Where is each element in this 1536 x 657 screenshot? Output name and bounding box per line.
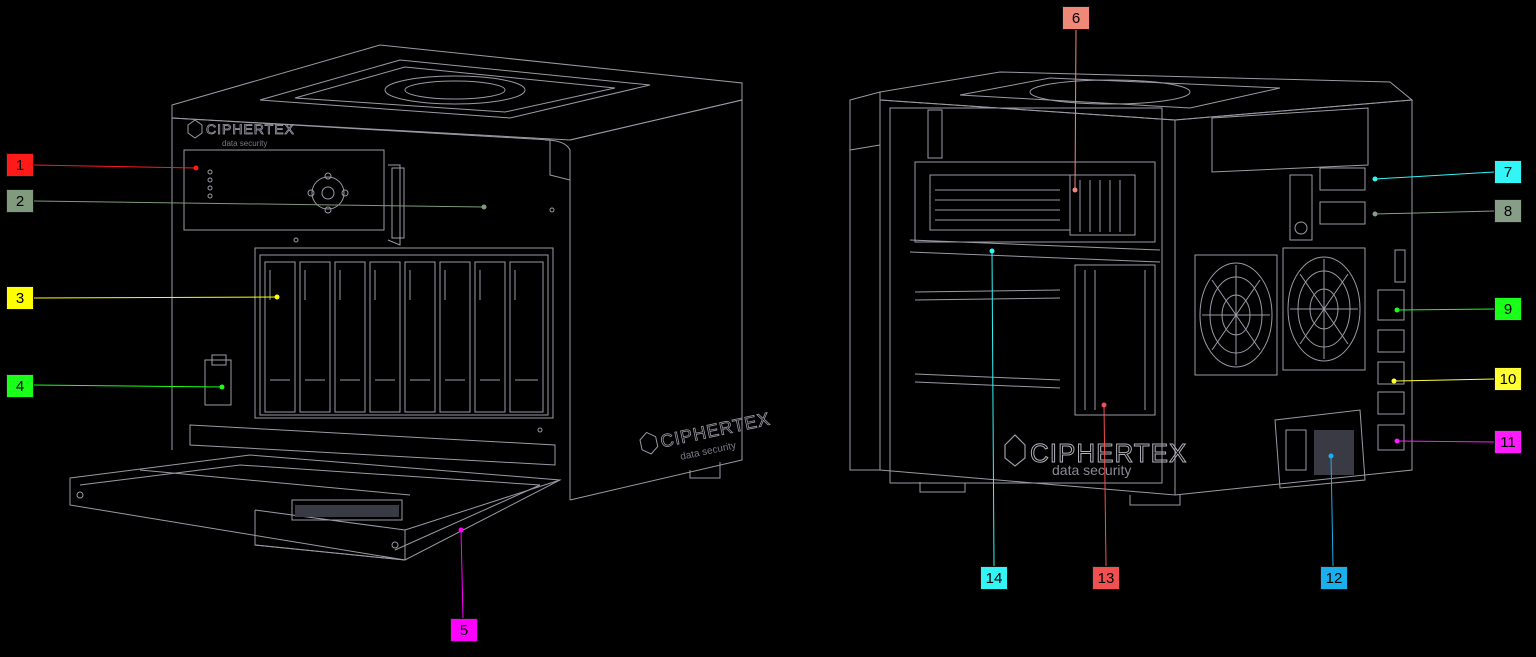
callout-label-6: 6 (1062, 6, 1090, 30)
leader-dot-5 (458, 527, 464, 533)
leader-dot-10 (1391, 378, 1397, 384)
leader-line-8 (1374, 210, 1495, 215)
callout-label-8: 8 (1494, 199, 1522, 223)
leader-dot-11 (1394, 438, 1400, 444)
rear-logo-brand: CIPHERTEX (1030, 438, 1187, 468)
front-logo-tagline: data security (222, 139, 267, 148)
tray-mesh (295, 505, 399, 517)
leader-dot-7 (1372, 176, 1378, 182)
brand-logo-icon (187, 119, 203, 139)
callout-label-14: 14 (980, 566, 1008, 590)
leader-dot-4 (219, 384, 225, 390)
rear-logo-tagline: data security (1052, 462, 1131, 478)
leader-lines (33, 29, 1495, 619)
leader-line-9 (1396, 308, 1495, 311)
rear-view-chassis (849, 71, 1414, 506)
callout-label-4: 4 (6, 374, 34, 398)
leader-line-11 (1396, 440, 1495, 443)
callout-label-3: 3 (6, 286, 34, 310)
callout-label-10: 10 (1494, 367, 1522, 391)
leader-line-5 (460, 529, 464, 619)
leader-line-12 (1330, 455, 1334, 567)
callout-label-1: 1 (6, 153, 34, 177)
leader-line-3 (33, 296, 278, 299)
front-view-chassis (69, 44, 743, 561)
rear-fan-right (1282, 247, 1366, 371)
leader-dot-3 (274, 294, 280, 300)
callout-label-5: 5 (450, 618, 478, 642)
front-logo: CIPHERTEX data security (187, 119, 295, 148)
front-drive-slots (264, 261, 544, 413)
leader-line-13 (1103, 404, 1107, 567)
leader-line-7 (1374, 171, 1495, 180)
leader-line-10 (1393, 378, 1495, 382)
brand-logo-icon (639, 431, 659, 455)
leader-dot-13 (1101, 402, 1107, 408)
callout-label-9: 9 (1494, 297, 1522, 321)
psu-fan-grille (1314, 430, 1354, 475)
brand-logo-icon (1004, 434, 1026, 467)
leader-line-14 (991, 250, 995, 567)
leader-line-6 (1074, 29, 1077, 191)
leader-dot-14 (989, 248, 995, 254)
callout-label-12: 12 (1320, 566, 1348, 590)
leader-line-2 (33, 200, 485, 208)
leader-dot-8 (1372, 211, 1378, 217)
leader-line-1 (33, 164, 197, 169)
callout-label-11: 11 (1494, 430, 1522, 454)
callout-label-7: 7 (1494, 160, 1522, 184)
leader-dot-9 (1394, 307, 1400, 313)
rear-fan-left (1194, 254, 1278, 376)
side-logo: CIPHERTEX data security (639, 408, 773, 463)
leader-dot-1 (193, 165, 199, 171)
leader-dot-6 (1072, 187, 1078, 193)
leader-dot-2 (481, 204, 487, 210)
callout-label-2: 2 (6, 189, 34, 213)
rear-logo: CIPHERTEX data security (1004, 434, 1187, 478)
callout-label-13: 13 (1092, 566, 1120, 590)
front-logo-brand: CIPHERTEX (206, 121, 295, 137)
leader-line-4 (33, 384, 223, 388)
leader-dot-12 (1328, 453, 1334, 459)
